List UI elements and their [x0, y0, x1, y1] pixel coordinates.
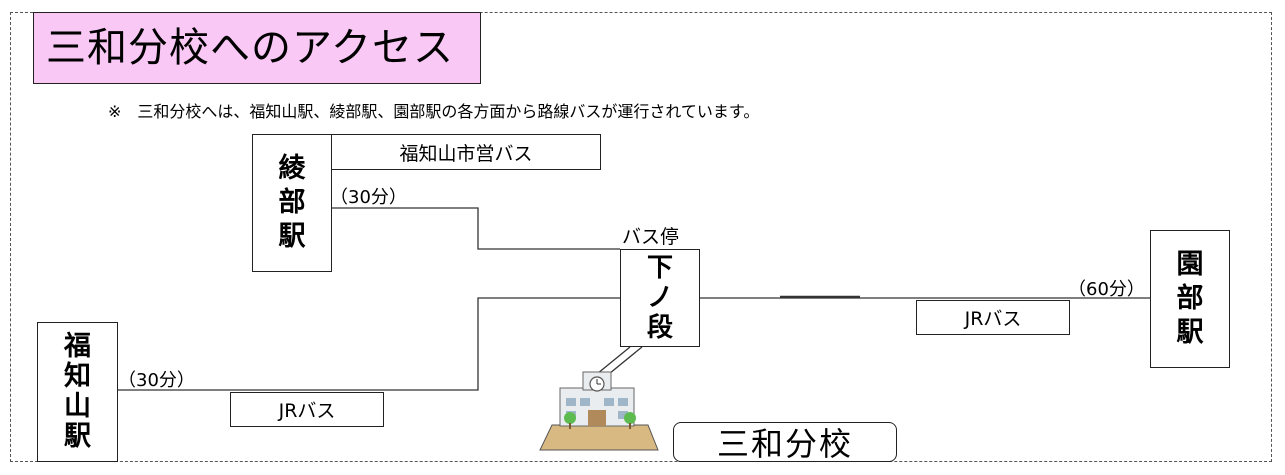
- station-ayabe: 綾 部 駅: [252, 134, 332, 272]
- access-note: ※ 三和分校へは、福知山駅、綾部駅、園部駅の各方面から路線バスが運行されています…: [108, 102, 760, 121]
- duration-fukuchiyama: （30分）: [118, 370, 195, 391]
- route-line-fukuchiyama: [117, 297, 620, 391]
- page-title: 三和分校へのアクセス: [33, 12, 481, 84]
- station-fukuchiyama: 福 知 山 駅: [37, 322, 118, 462]
- bus-stop-label: バス停: [622, 226, 680, 248]
- bus-label-sonobe: JRバス: [916, 300, 1070, 335]
- station-sonobe: 園 部 駅: [1150, 230, 1230, 368]
- bus-stop-shimonodan: 下 ノ 段: [620, 249, 700, 347]
- school-building-icon: [539, 371, 659, 451]
- bus-label-ayabe: 福知山市営バス: [331, 134, 601, 170]
- school-name: 三和分校: [673, 422, 897, 463]
- duration-ayabe: （30分）: [330, 187, 407, 208]
- diagram-frame: [10, 12, 1272, 462]
- duration-sonobe: （60分）: [1068, 279, 1145, 300]
- route-line-ayabe: [331, 207, 620, 250]
- bus-label-fukuchiyama: JRバス: [230, 392, 384, 427]
